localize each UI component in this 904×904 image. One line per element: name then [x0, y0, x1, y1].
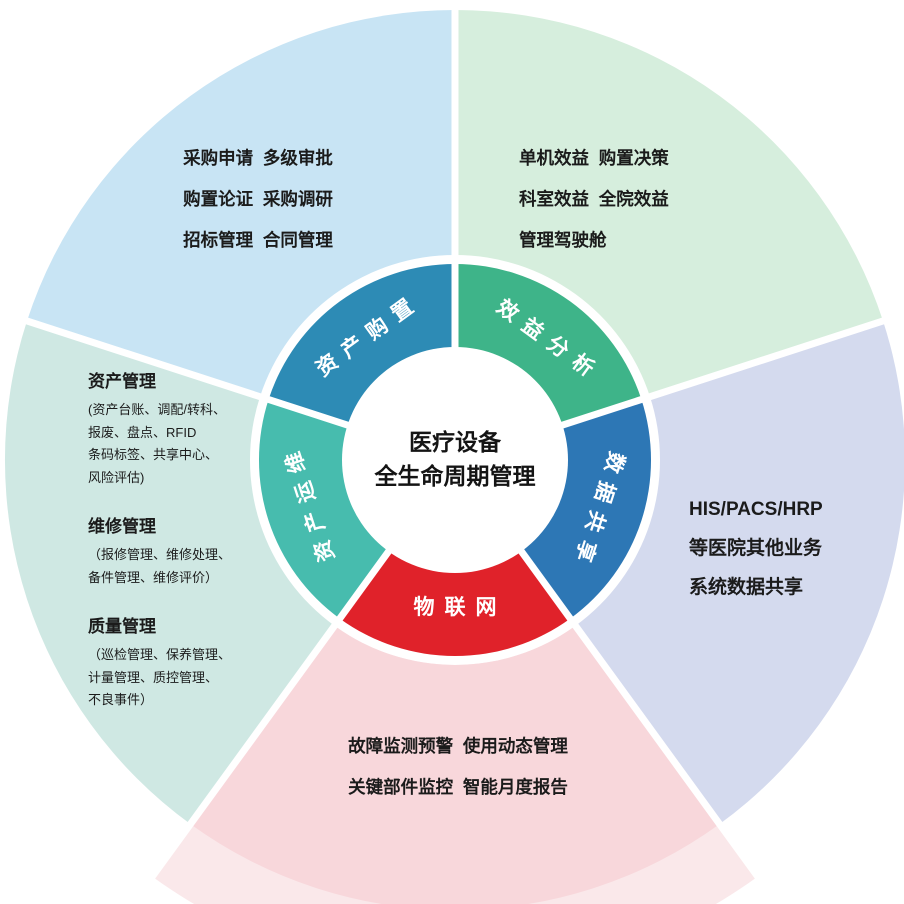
sector-benefit-shape	[455, 9, 883, 397]
benefit-line-3: 管理驾驶舱	[519, 230, 607, 250]
ring-iot-shape	[339, 550, 571, 657]
procurement-line-1: 采购申请 多级审批	[183, 148, 333, 168]
operation-group-asset: 资产管理 (资产台账、调配/转科、 报废、盘点、RFID 条码标签、共享中心、 …	[88, 370, 298, 489]
data-line-1: HIS/PACS/HRP	[689, 499, 823, 520]
center-title: 医疗设备 全生命周期管理	[375, 425, 536, 493]
sector-iot-shape	[190, 625, 720, 904]
center-title-line-1: 医疗设备	[409, 429, 501, 455]
benefit-line-2: 科室效益 全院效益	[519, 189, 669, 209]
operation-group-heading: 维修管理	[88, 517, 156, 536]
ring-procurement-shape	[268, 264, 455, 426]
operation-group-detail: 计量管理、质控管理、	[88, 669, 219, 685]
sector-text-operation: 资产管理 (资产台账、调配/转科、 报废、盘点、RFID 条码标签、共享中心、 …	[88, 370, 298, 738]
sector-text-data: HIS/PACS/HRP 等医院其他业务 系统数据共享	[689, 490, 823, 607]
operation-group-detail: 条码标签、共享中心、	[88, 447, 219, 462]
segment-separators	[0, 0, 904, 885]
procurement-line-2: 购置论证 采购调研	[183, 189, 333, 209]
sector-text-benefit: 单机效益 购置决策 科室效益 全院效益 管理驾驶舱	[519, 138, 669, 261]
operation-group-detail: （巡检管理、保养管理、	[88, 647, 232, 662]
operation-group-heading: 质量管理	[88, 617, 156, 636]
sector-text-iot: 故障监测预警 使用动态管理 关键部件监控 智能月度报告	[258, 726, 658, 808]
operation-group-detail: 备件管理、维修评价）	[88, 569, 219, 585]
operation-group-detail: 报废、盘点、RFID	[88, 424, 197, 440]
center-hub-circle	[342, 347, 568, 573]
iot-line-2: 关键部件监控 智能月度报告	[348, 777, 568, 797]
sector-text-procurement: 采购申请 多级审批 购置论证 采购调研 招标管理 合同管理	[118, 138, 398, 261]
operation-group-detail: （报修管理、维修处理、	[88, 547, 232, 562]
sector-procurement-shape	[27, 9, 455, 397]
ring-operation-shape	[258, 399, 390, 619]
ring-label-iot: 物联网	[413, 596, 507, 619]
procurement-line-3: 招标管理 合同管理	[183, 230, 333, 250]
operation-group-detail: (资产台账、调配/转科、	[88, 402, 226, 417]
data-line-3: 系统数据共享	[689, 577, 804, 598]
ring-data-shape	[520, 399, 652, 619]
iot-line-1: 故障监测预警 使用动态管理	[348, 736, 568, 756]
sector-operation-shape	[4, 320, 335, 825]
ring-benefit-shape	[455, 264, 642, 426]
data-line-2: 等医院其他业务	[689, 538, 823, 559]
operation-group-detail: 不良事件）	[88, 692, 154, 707]
benefit-line-1: 单机效益 购置决策	[519, 148, 669, 168]
operation-group-heading: 资产管理	[88, 372, 156, 391]
center-title-line-2: 全生命周期管理	[374, 463, 536, 489]
operation-group-detail: 风险评估)	[88, 469, 145, 485]
operation-group-repair: 维修管理 （报修管理、维修处理、 备件管理、维修评价）	[88, 515, 298, 589]
operation-group-quality: 质量管理 （巡检管理、保养管理、 计量管理、质控管理、 不良事件）	[88, 615, 298, 712]
sector-data-shape	[575, 320, 904, 825]
